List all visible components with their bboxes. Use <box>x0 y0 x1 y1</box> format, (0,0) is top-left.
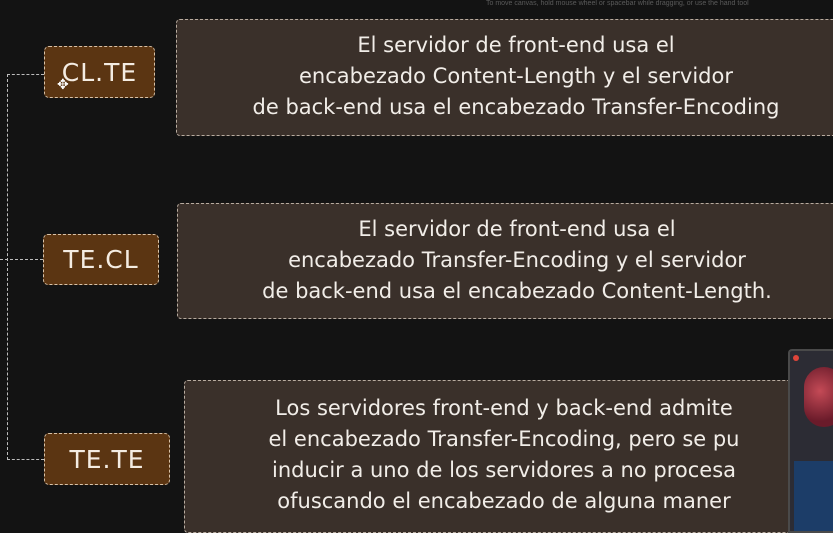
description-line: El servidor de front-end usa el <box>358 217 676 241</box>
description-line: de back-end usa el encabezado Transfer-E… <box>252 95 780 119</box>
node-tag-te-te[interactable]: TE.TE <box>44 433 170 485</box>
node-description-te-cl[interactable]: El servidor de front-end usa el encabeza… <box>177 203 833 319</box>
canvas-hint-text: To move canvas, hold mouse wheel or spac… <box>486 0 749 7</box>
presenter-avatar <box>804 367 833 427</box>
tree-connector-cl-te <box>7 74 44 75</box>
description-line: ofuscando el encabezado de alguna maner <box>277 489 731 513</box>
node-tag-cl-te[interactable]: CL.TE <box>44 46 155 98</box>
presenter-body <box>794 461 833 531</box>
webcam-overlay[interactable] <box>788 349 833 533</box>
node-description-cl-te[interactable]: El servidor de front-end usa el encabeza… <box>176 19 833 136</box>
tree-connector-te-te <box>7 459 44 460</box>
description-line: encabezado Content-Length y el servidor <box>299 64 733 88</box>
node-tag-te-cl[interactable]: TE.CL <box>43 234 159 285</box>
description-line: El servidor de front-end usa el <box>357 33 675 57</box>
tree-connector-te-cl <box>0 259 43 260</box>
tree-connector-vertical <box>7 74 8 460</box>
description-line: Los servidores front-end y back-end admi… <box>275 396 733 420</box>
description-line: encabezado Transfer-Encoding y el servid… <box>288 248 746 272</box>
node-description-te-te[interactable]: Los servidores front-end y back-end admi… <box>184 380 804 533</box>
description-line: de back-end usa el encabezado Content-Le… <box>262 279 772 303</box>
description-line: el encabezado Transfer-Encoding, pero se… <box>268 427 740 451</box>
description-line: inducir a uno de los servidores a no pro… <box>271 458 737 482</box>
recording-dot-icon <box>793 355 799 361</box>
move-cursor-icon: ✥ <box>57 77 69 93</box>
